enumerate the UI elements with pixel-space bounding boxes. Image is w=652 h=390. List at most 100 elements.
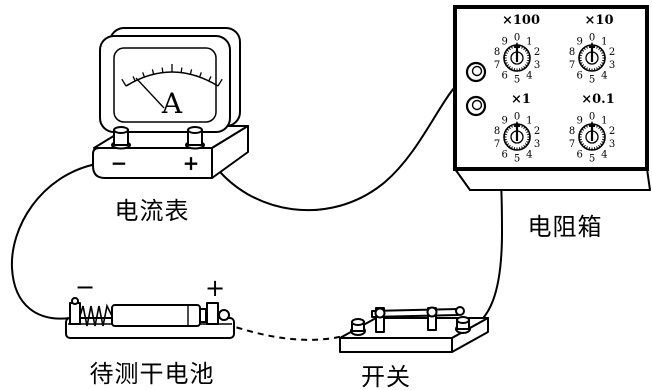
dial-knurl-tick	[508, 126, 511, 130]
dial-digit: 5	[589, 154, 595, 165]
dial-digit: 4	[601, 71, 607, 82]
dial-knurl-tick	[598, 65, 601, 69]
battery-label: 待测干电池	[90, 360, 215, 388]
dial-digit: 0	[514, 33, 520, 44]
dial-knurl-tick	[524, 143, 528, 146]
dial-knurl-tick	[518, 147, 521, 150]
dial-knurl-tick	[596, 125, 599, 128]
resistance-box-terminal-upper	[465, 61, 487, 83]
ammeter-unit-symbol: A	[161, 87, 183, 120]
dial-knurl-tick	[593, 68, 596, 71]
dial-knurl-tick	[524, 64, 528, 67]
dial-knurl-tick	[505, 62, 508, 65]
dial-knurl-tick	[599, 128, 603, 131]
dial-knurl-tick	[523, 144, 526, 148]
dial-knurl-tick	[521, 125, 524, 128]
resistance-box-terminal-lower	[465, 95, 487, 117]
dial-pointer	[589, 121, 595, 141]
dial-digit: 9	[577, 37, 583, 48]
dial-digit: 2	[534, 126, 540, 137]
ammeter-scale-tick	[142, 72, 146, 78]
dial-knurl-tick	[508, 144, 511, 148]
dial-digit: 0	[589, 112, 595, 123]
dial-knurl-tick	[579, 138, 582, 141]
dial-knurl-tick	[527, 138, 530, 141]
dial-knurl-tick	[510, 67, 513, 70]
dial-digit: 1	[601, 37, 607, 48]
dial-knurl-tick	[602, 59, 605, 62]
dial-knurl-tick	[513, 147, 516, 150]
dial-label-x100: ×100	[502, 13, 540, 28]
dial-knurl-tick	[513, 68, 516, 71]
dial-knurl-tick	[588, 68, 591, 71]
dial-knurl-tick	[526, 51, 529, 54]
battery-spring	[79, 303, 113, 327]
dial-pointer-arrow	[589, 121, 595, 127]
dial-knurl-tick	[581, 64, 585, 67]
dial-digit: 5	[514, 75, 520, 86]
dial-knurl-tick	[523, 65, 526, 69]
ammeter-scale-arc	[125, 71, 219, 87]
terminal-cap	[456, 316, 470, 324]
dial-knurl-tick	[583, 47, 586, 51]
ammeter-scale-tick	[180, 67, 183, 73]
dial-knurl-tick	[523, 47, 526, 51]
battery-positive-knob	[218, 309, 230, 321]
dial-digit: 1	[601, 116, 607, 127]
dial-digit: 3	[534, 139, 540, 150]
wire-battery-to-switch-dashed	[225, 323, 353, 341]
dial-knurl-tick	[510, 125, 513, 128]
dial-knurl-tick	[580, 141, 583, 144]
dial-knurl-tick	[585, 146, 588, 149]
dial-label-x10: ×10	[585, 13, 614, 28]
wire-ammeter-to-battery	[10, 163, 97, 320]
dial-knurl-tick	[521, 146, 524, 149]
dial-knurl-tick	[583, 65, 586, 69]
ammeter-positive-terminal	[185, 126, 205, 150]
dial-digit: 8	[569, 47, 575, 58]
dial-digit: 8	[569, 126, 575, 137]
dial-knurl-tick	[505, 51, 508, 54]
dial-knurl-tick	[506, 49, 510, 52]
dial-digit: 4	[526, 71, 532, 82]
terminal-knob-top	[471, 65, 483, 77]
dial-pointer-arrow	[589, 42, 595, 48]
dial-knurl-tick	[602, 138, 605, 141]
ammeter-scale-tick	[132, 76, 136, 82]
switch-left-terminal	[350, 318, 366, 336]
dial-label-x0.1: ×0.1	[581, 92, 615, 107]
terminal-cap	[187, 126, 203, 134]
dial-knurl-tick	[580, 62, 583, 65]
dial-knurl-tick	[579, 54, 582, 57]
dial-digit: 7	[494, 139, 500, 150]
dial-digit: 6	[502, 71, 508, 82]
dial-digit: 1	[526, 37, 532, 48]
dial-digit: 6	[577, 150, 583, 161]
ammeter-positive-sign: +	[183, 151, 200, 175]
dial-knurl-tick	[506, 128, 510, 131]
dial-digit: 2	[609, 126, 615, 137]
dial-knurl-tick	[602, 54, 605, 57]
dial-knurl-tick	[526, 62, 529, 65]
ammeter: A − +	[92, 27, 249, 179]
battery-positive-sign: +	[205, 274, 225, 302]
switch-right-terminal	[455, 316, 471, 334]
ammeter-needle	[135, 77, 165, 109]
dial-knurl-tick	[581, 128, 585, 131]
battery: − +	[65, 273, 235, 339]
ammeter-scale-tick	[189, 69, 193, 75]
dial-knurl-tick	[601, 130, 604, 133]
dial-knurl-tick	[504, 54, 507, 57]
battery-negative-sign: −	[75, 273, 95, 301]
dial-knurl-tick	[510, 146, 513, 149]
switch-label: 开关	[361, 363, 411, 390]
dial-digit: 9	[577, 116, 583, 127]
resistance-box-front-side	[454, 168, 651, 191]
ammeter-scale-tick	[121, 78, 127, 87]
dial-knurl-tick	[526, 141, 529, 144]
dial-digit: 7	[494, 60, 500, 71]
dial-digit: 8	[494, 126, 500, 137]
dial-knurl-tick	[581, 49, 585, 52]
dial-knurl-tick	[524, 128, 528, 131]
